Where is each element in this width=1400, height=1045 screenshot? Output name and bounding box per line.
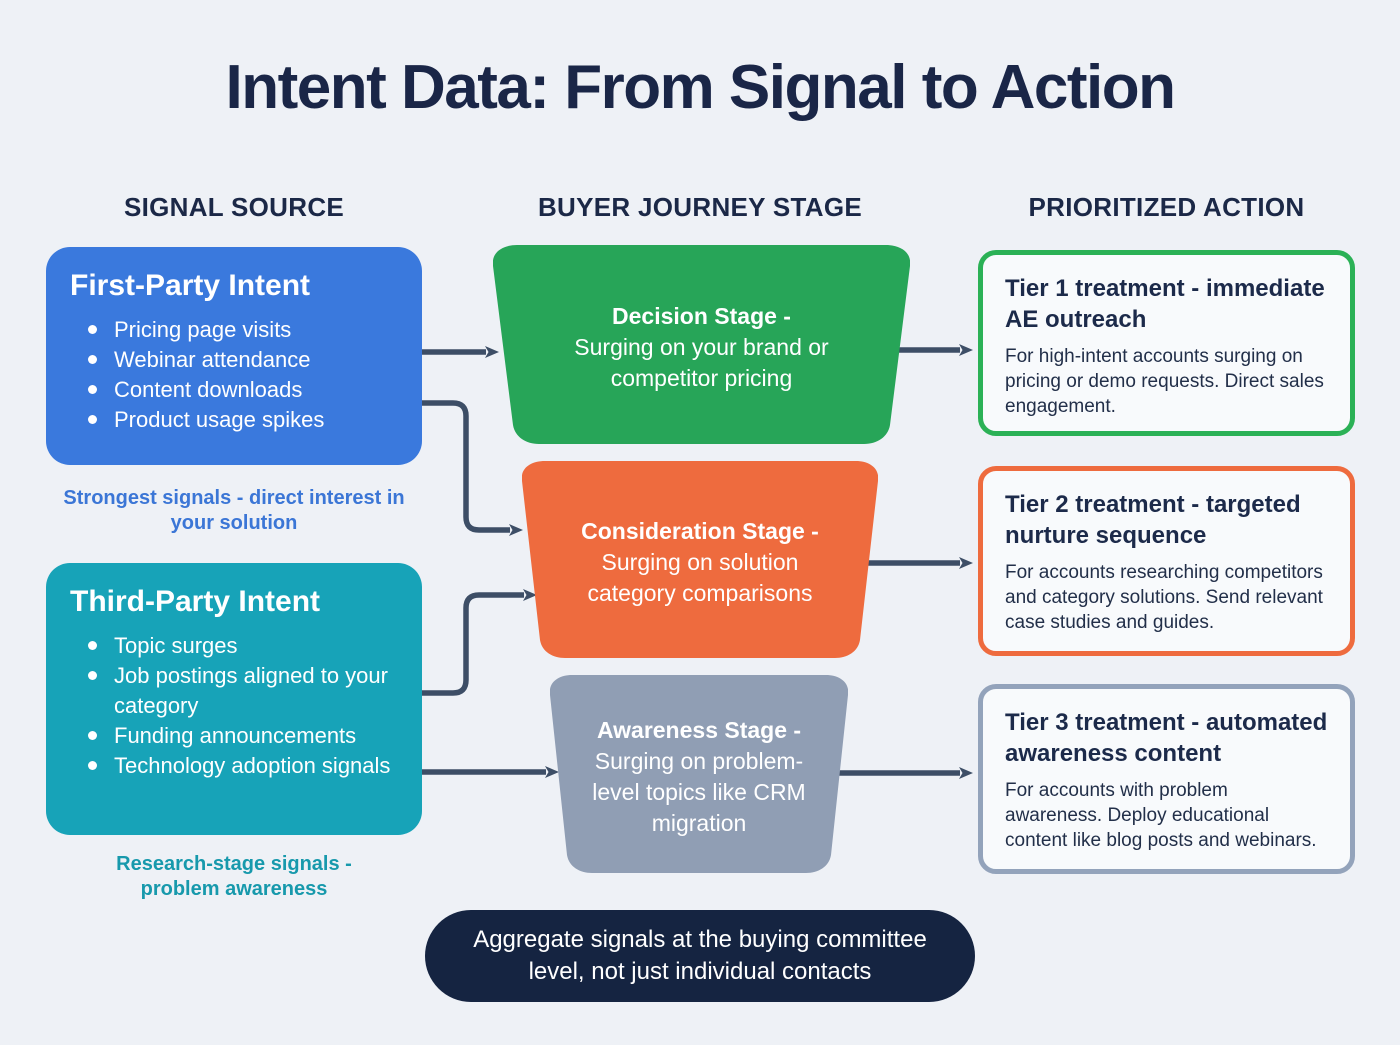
- third-party-intent-list: Topic surges Job postings aligned to you…: [70, 631, 398, 781]
- column-header-signal-source: SIGNAL SOURCE: [123, 192, 345, 222]
- list-item: Job postings aligned to your category: [88, 661, 398, 721]
- footer-note-text: Aggregate signals at the buying committe…: [473, 926, 927, 985]
- first-party-intent-title: First-Party Intent: [70, 269, 311, 302]
- third-party-caption: Research-stage signals - problem awarene…: [116, 853, 352, 900]
- tier1-action-box: Tier 1 treatment - immediate AE outreach…: [978, 250, 1355, 436]
- awareness-stage-subtitle: Surging on problem-level topics like CRM…: [592, 748, 806, 836]
- decision-stage-subtitle: Surging on your brand or competitor pric…: [574, 334, 829, 391]
- decision-stage-title: Decision Stage -: [612, 303, 791, 329]
- list-item: Webinar attendance: [88, 345, 398, 375]
- first-party-intent-list: Pricing page visits Webinar attendance C…: [70, 315, 398, 435]
- tier3-body: For accounts with problem awareness. Dep…: [1005, 780, 1317, 851]
- consideration-stage-title: Consideration Stage -: [581, 518, 819, 544]
- awareness-stage-shape: [550, 675, 848, 873]
- list-item: Content downloads: [88, 375, 398, 405]
- column-header-buyer-journey-stage: BUYER JOURNEY STAGE: [537, 192, 863, 222]
- consideration-stage-subtitle: Surging on solution category comparisons: [587, 549, 813, 606]
- tier2-body: For accounts researching competitors and…: [1005, 562, 1323, 633]
- awareness-stage-title: Awareness Stage -: [596, 717, 802, 743]
- list-item: Topic surges: [88, 631, 398, 661]
- list-item: Funding announcements: [88, 721, 398, 751]
- first-party-intent-box: First-Party Intent Pricing page visits W…: [46, 247, 422, 465]
- list-item: Pricing page visits: [88, 315, 398, 345]
- tier3-action-box: Tier 3 treatment - automated awareness c…: [978, 684, 1355, 874]
- column-header-prioritized-action: PRIORITIZED ACTION: [1028, 192, 1305, 222]
- footer-note-pill: Aggregate signals at the buying committe…: [425, 910, 975, 1002]
- tier2-title: Tier 2 treatment - targeted nurture sequ…: [1005, 491, 1301, 549]
- list-item: Technology adoption signals: [88, 751, 398, 781]
- tier2-action-box: Tier 2 treatment - targeted nurture sequ…: [978, 466, 1355, 656]
- page-title: Intent Data: From Signal to Action: [225, 53, 1176, 122]
- third-party-intent-title: Third-Party Intent: [70, 585, 321, 618]
- list-item: Product usage spikes: [88, 405, 398, 435]
- first-party-caption: Strongest signals - direct interest in y…: [63, 487, 405, 534]
- consideration-stage-shape: [522, 461, 878, 658]
- tier1-body: For high-intent accounts surging on pric…: [1005, 346, 1324, 417]
- decision-stage-trapezoid: Decision Stage - Surging on your brand o…: [493, 245, 910, 444]
- awareness-stage-trapezoid: Awareness Stage - Surging on problem-lev…: [550, 675, 848, 873]
- consideration-stage-trapezoid: Consideration Stage - Surging on solutio…: [522, 461, 878, 658]
- third-party-intent-box: Third-Party Intent Topic surges Job post…: [46, 563, 422, 835]
- tier3-title: Tier 3 treatment - automated awareness c…: [1005, 709, 1328, 767]
- decision-stage-shape: [493, 245, 910, 444]
- arrow-third-party-to-consideration: [422, 589, 537, 696]
- tier1-title: Tier 1 treatment - immediate AE outreach: [1005, 275, 1325, 333]
